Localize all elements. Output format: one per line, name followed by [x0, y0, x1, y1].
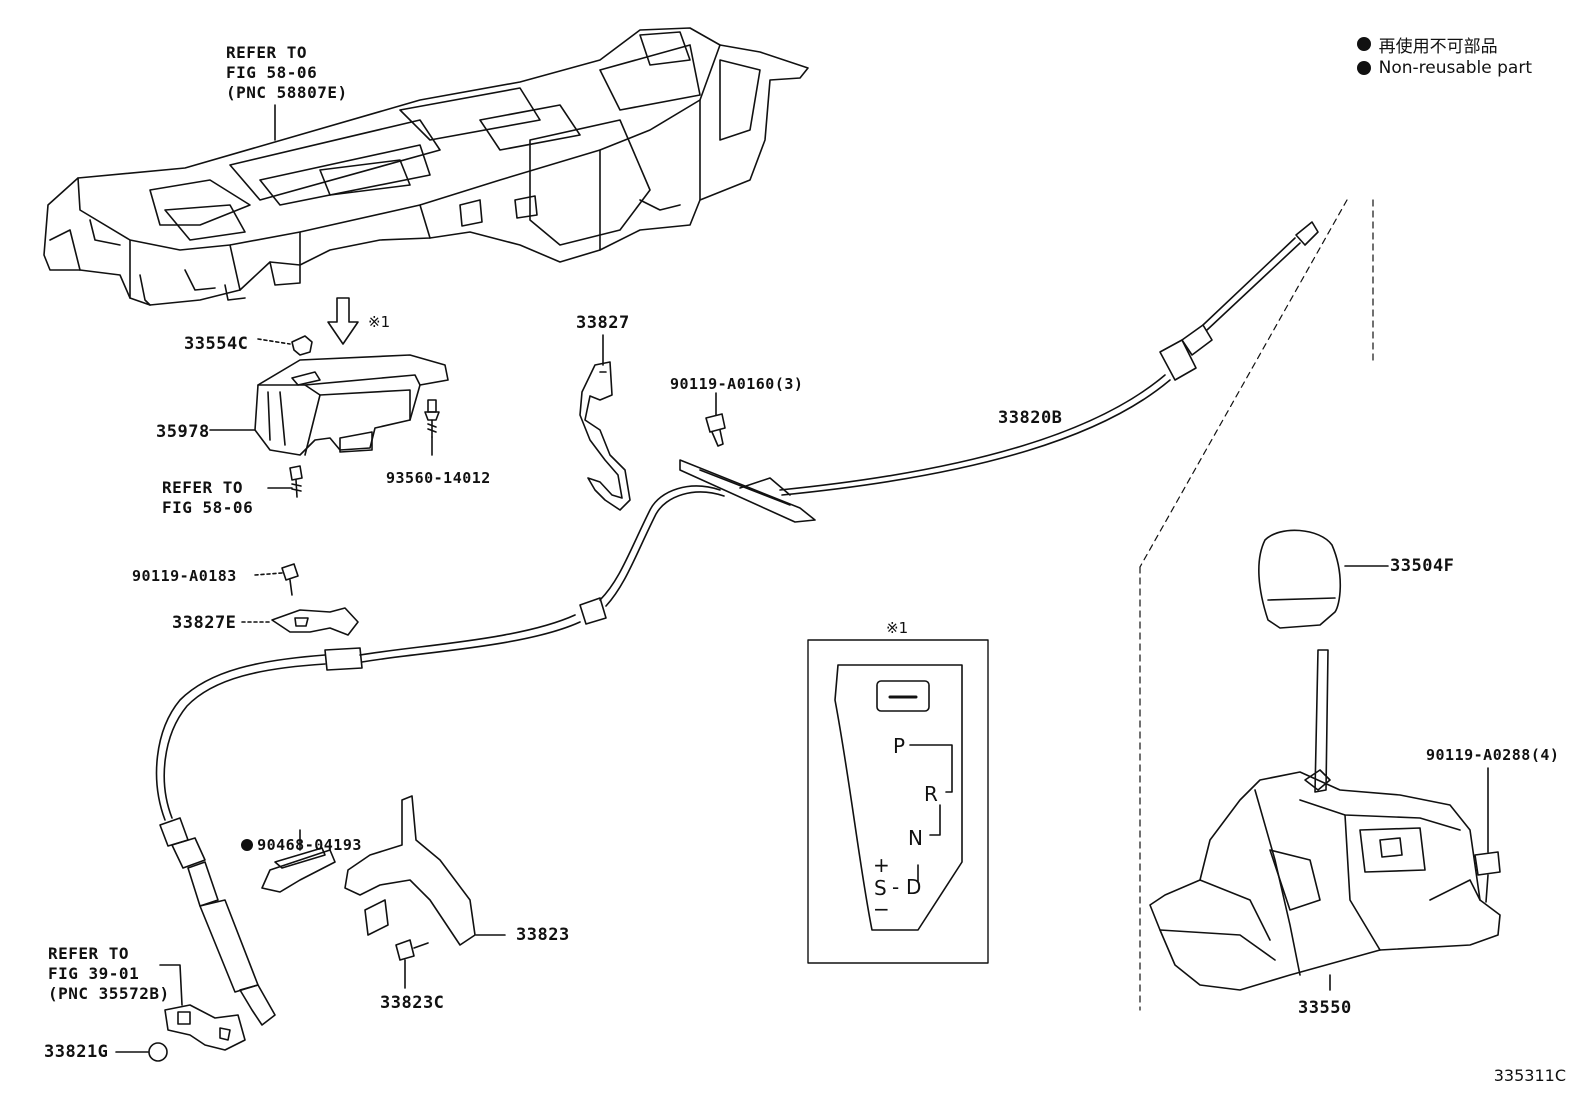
clip-90468-drawing: [261, 829, 336, 893]
part-label-90119-a0288[interactable]: 90119-A0288(4): [1426, 746, 1560, 764]
screw-ref-note: REFER TO FIG 58-06: [162, 478, 253, 518]
shift-knob-drawing: [1258, 529, 1389, 629]
non-reusable-dot-icon: [241, 839, 254, 851]
gate-plus: +: [873, 853, 890, 877]
console-ref-line: REFER TO: [226, 43, 308, 62]
part-label-90119-a0160[interactable]: 90119-A0160(3): [670, 375, 804, 393]
screw-ref-line: FIG 58-06: [162, 498, 254, 517]
gate-minus: −: [873, 897, 890, 921]
part-label-35978[interactable]: 35978: [156, 422, 210, 442]
screw-93560-drawing: [424, 399, 440, 456]
cable-end-ref-line: (PNC 35572B): [48, 984, 170, 1003]
console-ref-line: (PNC 58807E): [226, 83, 348, 102]
part-label-93560-14012[interactable]: 93560-14012: [386, 469, 491, 487]
part-label-33823c[interactable]: 33823C: [380, 993, 445, 1013]
install-arrow: [327, 297, 359, 345]
console-ref-line: FIG 58-06: [226, 63, 318, 82]
bracket-35978-drawing: [209, 354, 449, 456]
legend-row-ja: 再使用不可部品: [1356, 32, 1532, 57]
part-label-33827[interactable]: 33827: [576, 313, 630, 333]
cable-end-ref-note: REFER TO FIG 39-01 (PNC 35572B): [48, 944, 170, 1004]
figure-number: 335311C: [1493, 1066, 1566, 1085]
legend: 再使用不可部品 Non-reusable part: [1356, 32, 1532, 80]
retainer-33827-drawing: [579, 334, 631, 511]
gate-d: D: [906, 875, 922, 899]
cap-33821g-drawing: [115, 1042, 168, 1062]
screw-ref-line: REFER TO: [162, 478, 244, 497]
gate-dash: -: [892, 875, 900, 899]
clip-33554c-drawing: [257, 335, 313, 356]
gate-r: R: [924, 782, 938, 806]
part-label-33827e[interactable]: 33827E: [172, 613, 237, 633]
part-label-33504f[interactable]: 33504F: [1390, 556, 1455, 576]
bolt-33823c-drawing: [395, 939, 429, 989]
clip-33827e-drawing: [241, 607, 359, 636]
shift-lever-drawing: [1149, 649, 1501, 991]
part-label-33823[interactable]: 33823: [516, 925, 570, 945]
part-label-90468-04193[interactable]: 90468-04193: [222, 815, 362, 855]
shift-gate-inset: [807, 639, 989, 964]
bolt-90119-a0160-drawing: [705, 392, 726, 447]
cable-end-ref-line: REFER TO: [48, 944, 130, 963]
part-label-33820b[interactable]: 33820B: [998, 408, 1063, 428]
part-label-33821g[interactable]: 33821G: [44, 1042, 109, 1062]
part-number-90468: 90468-04193: [257, 836, 362, 854]
note-mark: ※1: [368, 313, 391, 331]
legend-row-en: Non-reusable part: [1356, 56, 1532, 80]
non-reusable-dot-icon: [1356, 37, 1371, 51]
gate-p: P: [893, 734, 906, 758]
bolt-90119-a0183-drawing: [254, 563, 299, 596]
cable-end-bracket-drawing: [159, 964, 246, 1051]
part-label-90119-a0183[interactable]: 90119-A0183: [132, 567, 237, 585]
screw-ref-drawing: [267, 465, 303, 498]
shift-cable-drawing: [155, 221, 1319, 1026]
inset-mark: ※1: [886, 619, 909, 637]
part-label-33550[interactable]: 33550: [1298, 998, 1352, 1018]
cable-end-ref-line: FIG 39-01: [48, 964, 140, 983]
center-console-drawing: [43, 27, 809, 306]
bolt-90119-a0288-drawing: [1474, 767, 1501, 903]
part-label-33554c[interactable]: 33554C: [184, 334, 249, 354]
non-reusable-dot-icon: [1356, 61, 1371, 75]
legend-label-en: Non-reusable part: [1378, 58, 1532, 78]
gate-n: N: [908, 826, 923, 850]
assembly-guides: [1139, 199, 1374, 1011]
legend-label-ja: 再使用不可部品: [1378, 36, 1498, 57]
bracket-33823-drawing: [344, 795, 506, 946]
console-ref-note: REFER TO FIG 58-06 (PNC 58807E): [226, 43, 348, 103]
gate-s: S: [874, 876, 887, 900]
